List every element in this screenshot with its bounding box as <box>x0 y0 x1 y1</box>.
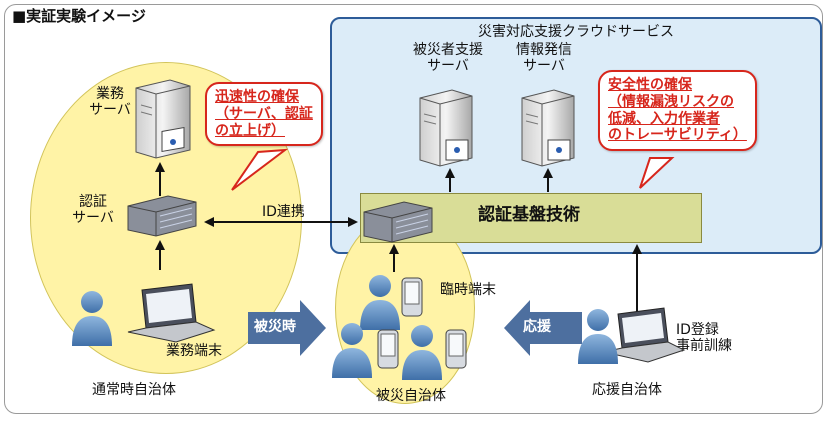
temp-terminal-label: 臨時端末 <box>440 282 496 298</box>
normal-gov-caption: 通常時自治体 <box>92 382 176 398</box>
id-registration-note: ID登録 事前訓練 <box>676 322 732 354</box>
support-arrow-label: 応援 <box>523 319 551 335</box>
business-server-label-line1: 業務 <box>96 86 124 102</box>
auth-server-label-line2: サーバ <box>72 210 114 227</box>
safety-callout-title: 安全性の確保 <box>608 77 692 93</box>
safety-callout-line4: のトレーサビリティ） <box>608 127 747 144</box>
id-registration-line2: 事前訓練 <box>676 338 732 355</box>
safety-callout-line3: 低減、入力作業者 <box>608 110 720 127</box>
info-server-label-line2: サーバ <box>523 58 565 75</box>
id-registration-line1: ID登録 <box>676 322 719 338</box>
business-terminal-label: 業務端末 <box>166 343 222 359</box>
speed-callout-title: 迅速性の確保 <box>215 89 299 105</box>
safety-callout-tail <box>639 157 675 189</box>
support-laptop-icon <box>603 307 686 363</box>
disaster-person-right-icon <box>402 325 442 380</box>
auth-server-label: 認証 サーバ <box>68 194 118 226</box>
normal-gov-person-icon <box>72 291 112 346</box>
victim-support-server-label: 被災者支援 サーバ <box>398 42 498 74</box>
speed-callout-line2: （サーバ、認証 <box>215 105 313 122</box>
disaster-arrow-label: 被災時 <box>254 319 296 335</box>
cloud-auth-server-icon <box>363 201 433 243</box>
disaster-arrow-shape <box>248 300 326 356</box>
support-arrow-shape <box>504 300 582 356</box>
info-server-icon <box>521 89 575 167</box>
disaster-person-left-icon <box>332 323 372 378</box>
support-person-icon <box>578 309 618 364</box>
cloud-service-title: 災害対応支援クラウドサービス <box>478 24 674 40</box>
id-link-label: ID連携 <box>262 204 305 220</box>
disaster-gov-caption: 被災自治体 <box>376 388 446 404</box>
auth-server-icon <box>127 195 197 237</box>
victim-support-server-label-line2: サーバ <box>427 58 469 75</box>
victim-support-server-label-line1: 被災者支援 <box>413 42 483 58</box>
temp-terminal-device-3-icon <box>445 329 467 369</box>
speed-callout-tail <box>231 148 289 191</box>
victim-support-server-icon <box>419 89 473 167</box>
diagram-heading: ■実証実験イメージ <box>12 7 146 25</box>
support-gov-caption: 応援自治体 <box>592 382 662 398</box>
business-server-icon <box>135 79 191 159</box>
business-terminal-laptop-icon <box>127 283 216 343</box>
safety-callout-line2: （情報漏洩リスクの <box>608 93 734 110</box>
speed-callout: 迅速性の確保 （サーバ、認証 の立上げ） <box>205 82 323 147</box>
business-server-label-line2: サーバ <box>89 102 131 119</box>
safety-callout: 安全性の確保 （情報漏洩リスクの 低減、入力作業者 のトレーサビリティ） <box>598 70 757 152</box>
temp-terminal-device-2-icon <box>377 329 399 369</box>
speed-callout-line3: の立上げ） <box>215 122 285 139</box>
info-server-label-line1: 情報発信 <box>516 42 572 58</box>
auth-server-label-line1: 認証 <box>79 194 107 210</box>
auth-base-label: 認証基盤技術 <box>478 205 580 225</box>
info-server-label: 情報発信 サーバ <box>499 42 589 74</box>
temp-terminal-device-1-icon <box>401 277 423 317</box>
disaster-person-top-icon <box>360 275 400 330</box>
business-server-label: 業務 サーバ <box>88 86 132 118</box>
